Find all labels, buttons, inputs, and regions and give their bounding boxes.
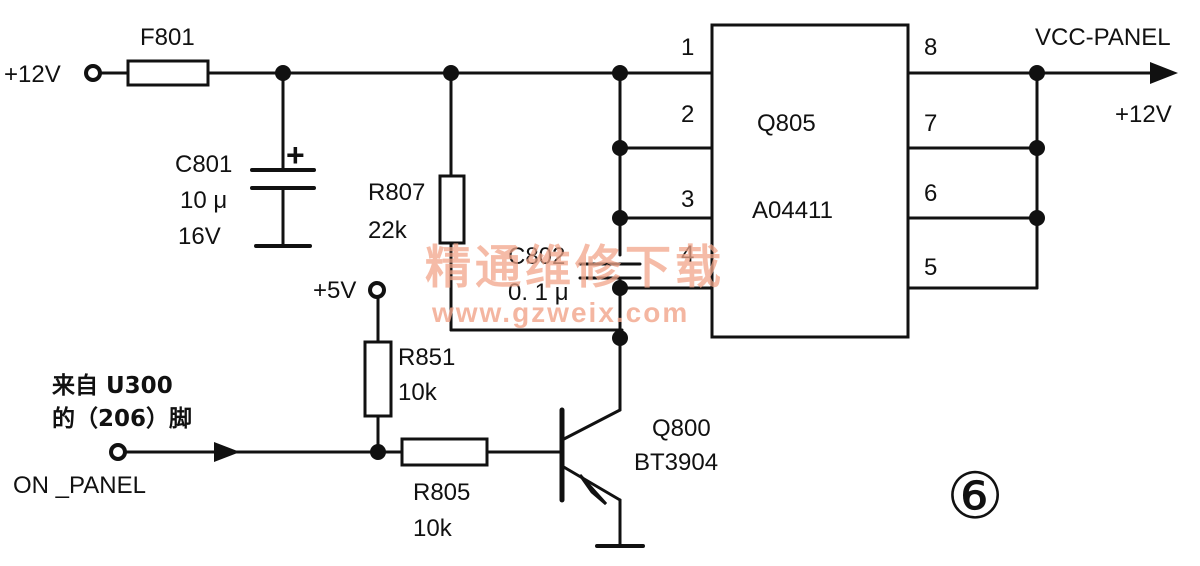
label-c802-ref: C802 (508, 243, 565, 270)
watermark: 精通维修下载 www.gzweix.com (425, 240, 725, 328)
label-on-panel: ON _PANEL (13, 472, 146, 499)
label-q800-part: BT3904 (634, 449, 718, 476)
junction-dot (612, 210, 628, 226)
q800-collector-lead (560, 408, 622, 442)
label-c802-value: 0. 1 μ (508, 279, 569, 306)
watermark-text: 精通维修下载 (425, 240, 725, 294)
label-r851-ref: R851 (398, 344, 455, 371)
pin-4-label: 4 (681, 241, 694, 268)
label-r805-value: 10k (413, 515, 453, 542)
ic-q805-part: A04411 (752, 197, 833, 224)
junction-dot (370, 444, 386, 460)
pin-6-label: 6 (924, 180, 937, 207)
terminal-on-panel (109, 443, 127, 461)
junction-dot (275, 65, 291, 81)
watermark-url: www.gzweix.com (431, 297, 689, 328)
fuse-f801-body (126, 59, 210, 87)
source-note-line2: 的（206）脚 (52, 405, 192, 432)
label-c801-ref: C801 (175, 151, 232, 178)
label-c801-voltage: 16V (178, 223, 221, 250)
pin-5-label: 5 (924, 254, 937, 281)
ic-q805-body (710, 23, 910, 339)
junction-dot (612, 65, 628, 81)
on-panel-input-arrow-icon (214, 442, 240, 462)
resistor-r807-body (438, 174, 466, 245)
resistor-r805-body (400, 437, 489, 467)
label-q800-ref: Q800 (652, 415, 711, 442)
label-12v-in: +12V (4, 61, 61, 88)
junction-dot (612, 140, 628, 156)
pin-8-label: 8 (924, 34, 937, 61)
junction-dot (1029, 65, 1045, 81)
junction-dot (612, 330, 628, 346)
components: + Q805 A04411 (126, 23, 910, 467)
c801-polarity: + (286, 137, 305, 173)
terminal-5v (368, 281, 386, 299)
labels: +12V VCC-PANEL +12V +5V ON _PANEL 来自 U30… (4, 24, 1172, 542)
resistor-r851-body (363, 340, 393, 418)
junction-dot (1029, 140, 1045, 156)
figure-number: ⑥ (946, 460, 1003, 534)
source-note-line1: 来自 U300 (52, 372, 173, 399)
label-r851-value: 10k (398, 379, 438, 406)
vcc-output-arrow-icon (1150, 62, 1178, 84)
label-r805-ref: R805 (413, 479, 470, 506)
label-f801: F801 (140, 24, 195, 51)
pin-1-label: 1 (681, 34, 694, 61)
junction-dot (443, 65, 459, 81)
label-12v-out: +12V (1115, 101, 1172, 128)
label-vcc-panel: VCC-PANEL (1035, 24, 1171, 51)
pin-7-label: 7 (924, 110, 937, 137)
label-c801-value: 10 μ (180, 187, 227, 214)
label-r807-value: 22k (368, 217, 408, 244)
q800-emitter-arrow-icon (578, 473, 608, 506)
junction-dots (275, 65, 1045, 460)
junction-dot (612, 280, 628, 296)
junction-dot (1029, 210, 1045, 226)
label-5v: +5V (313, 277, 356, 304)
terminal-12v-in (84, 64, 102, 82)
ic-q805-ref: Q805 (757, 110, 816, 137)
label-r807-ref: R807 (368, 179, 425, 206)
pin-3-label: 3 (681, 186, 694, 213)
terminals (84, 62, 1178, 506)
q800-emitter-lead (560, 464, 622, 502)
ic-pin-numbers: 1 2 3 4 5 6 7 8 (681, 34, 937, 281)
pin-2-label: 2 (681, 101, 694, 128)
